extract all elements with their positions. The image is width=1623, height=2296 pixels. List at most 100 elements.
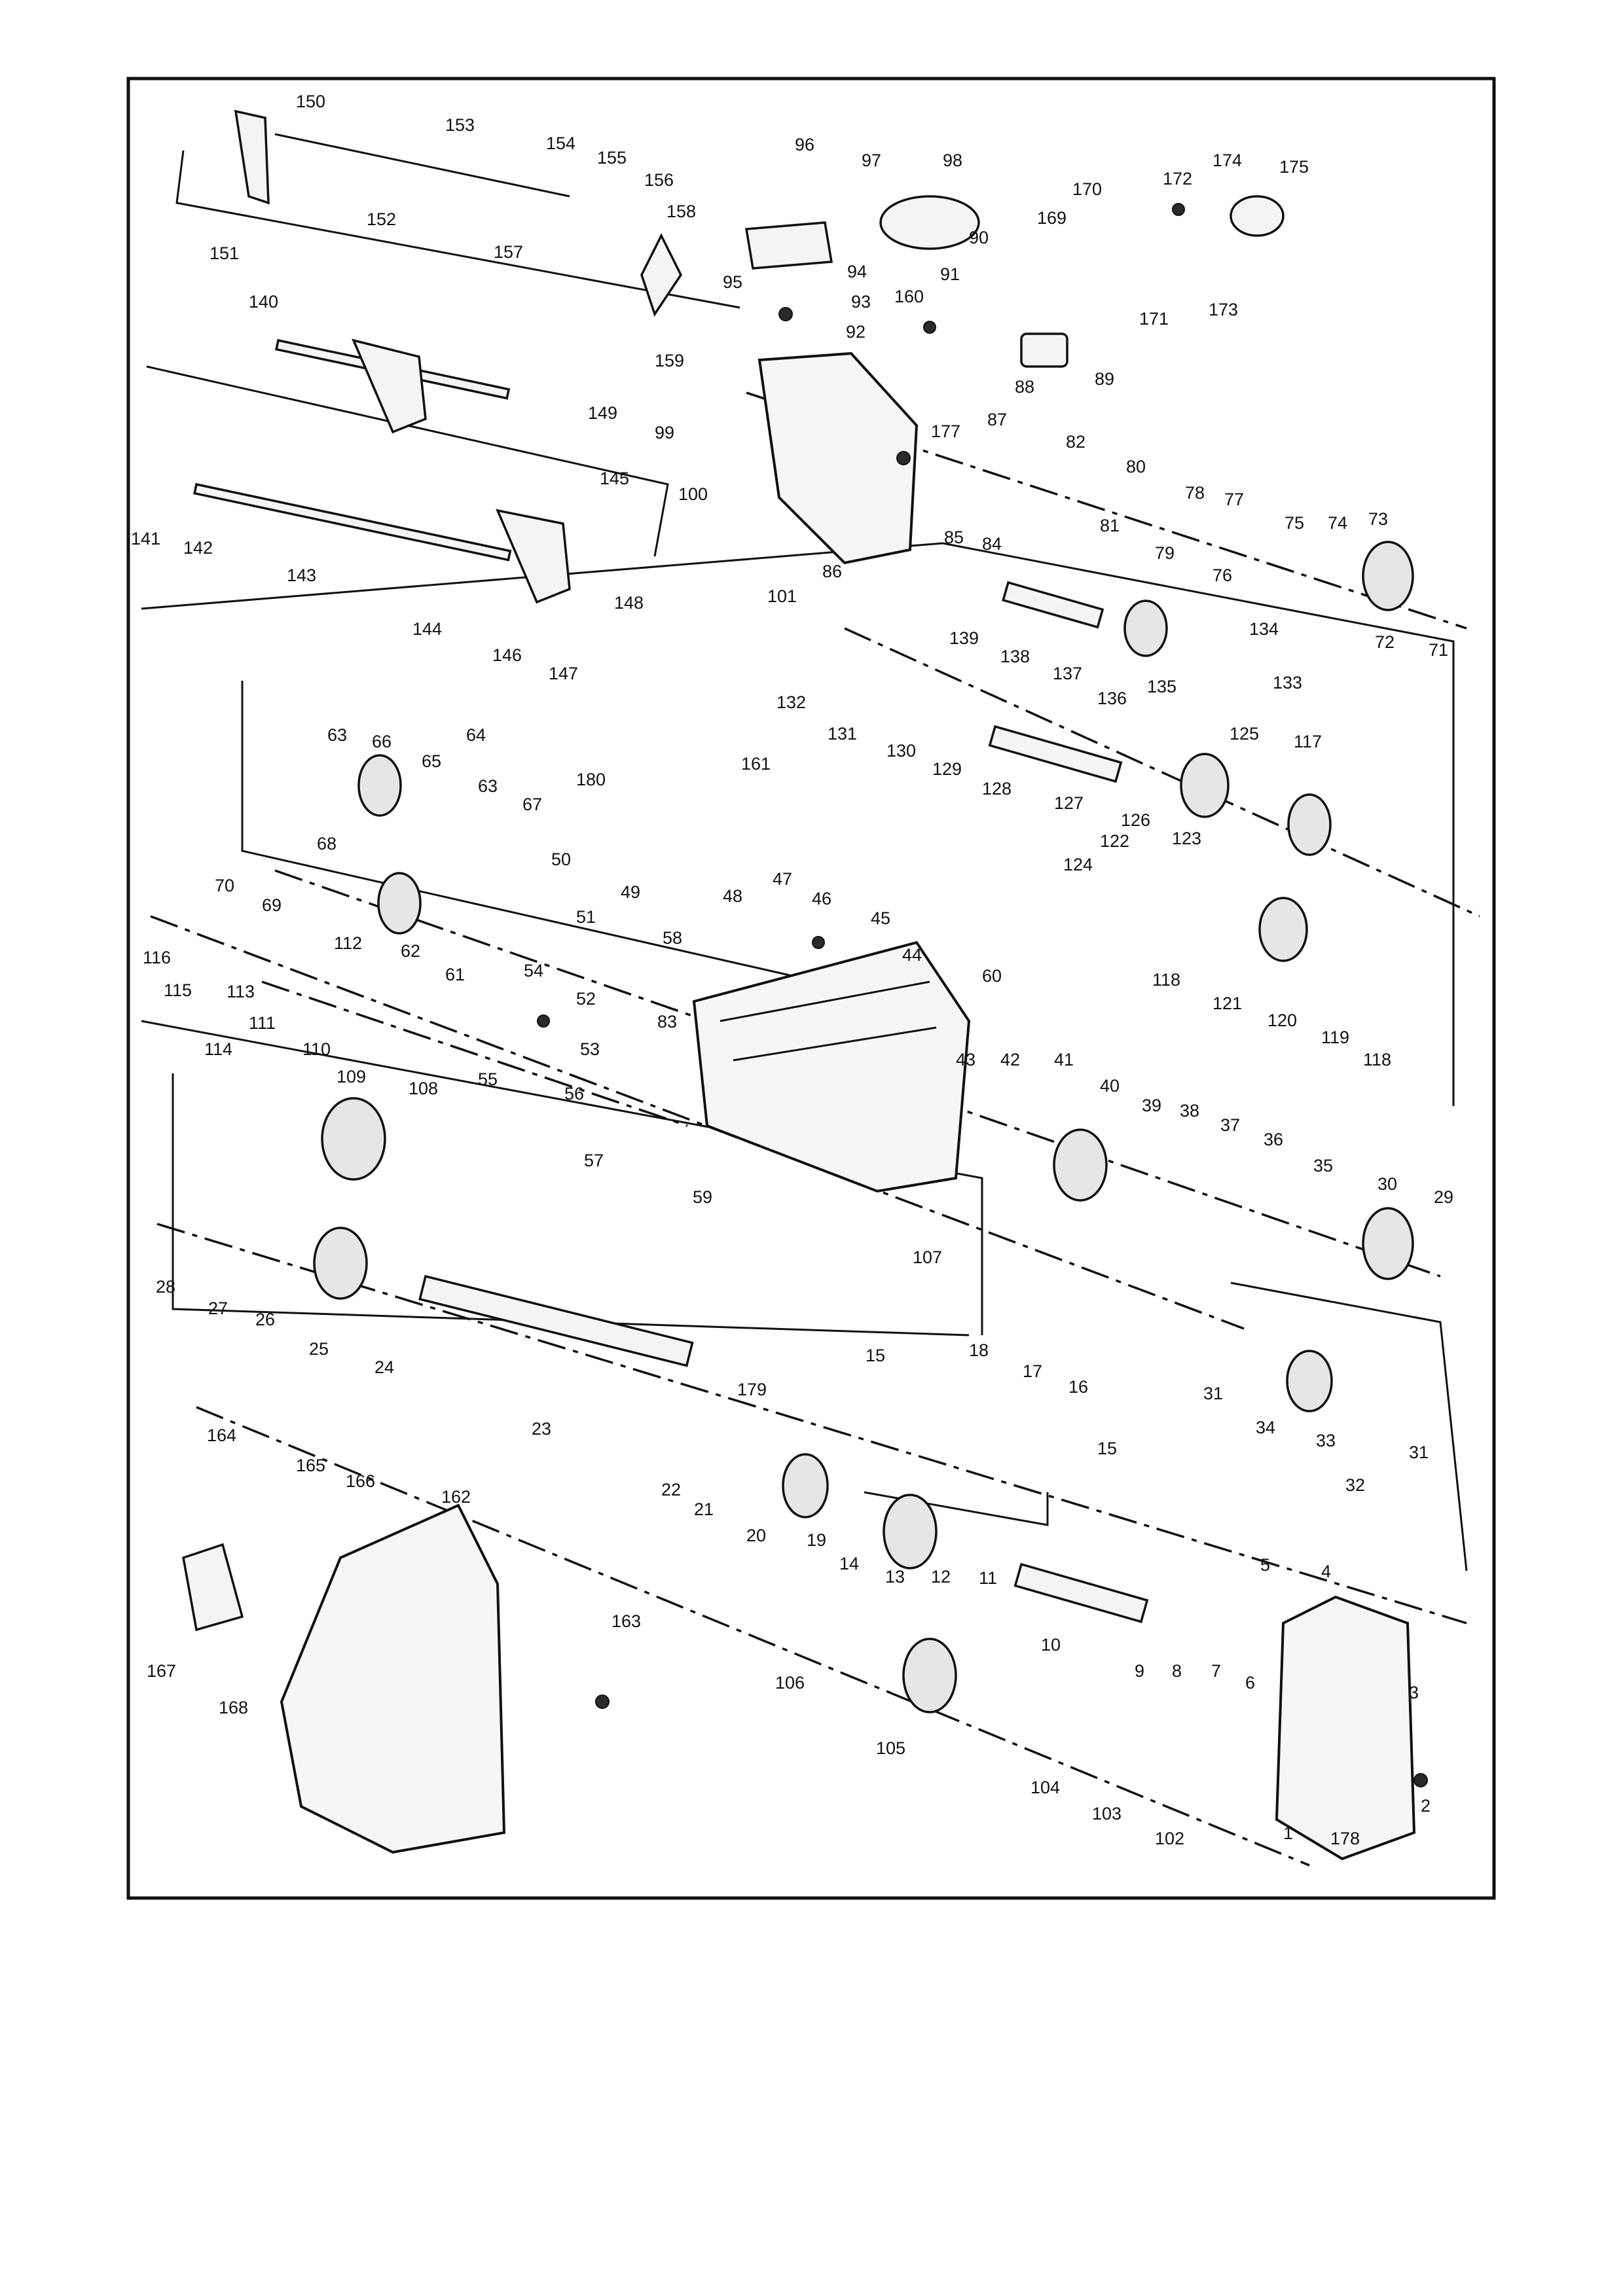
shift-fork-rails	[193, 109, 683, 604]
callout-109: 109	[337, 1067, 366, 1086]
callout-81: 81	[1100, 516, 1120, 535]
callout-83: 83	[657, 1012, 677, 1031]
callout-76: 76	[1213, 565, 1232, 585]
callout-173: 173	[1209, 300, 1238, 319]
callout-97: 97	[862, 151, 881, 170]
callout-127: 127	[1054, 793, 1084, 813]
diagram-frame	[126, 77, 1496, 1900]
callout-167: 167	[147, 1661, 176, 1681]
callout-66: 66	[372, 732, 392, 751]
callout-121: 121	[1213, 994, 1242, 1013]
callout-91: 91	[940, 264, 960, 284]
callout-155: 155	[597, 148, 627, 168]
callout-104: 104	[1030, 1778, 1060, 1797]
callout-82: 82	[1066, 432, 1085, 452]
callout-95: 95	[723, 272, 742, 292]
assembly-axes	[150, 391, 1480, 1867]
callout-163: 163	[611, 1611, 641, 1631]
callout-10: 10	[1041, 1635, 1061, 1655]
callout-172: 172	[1163, 169, 1192, 188]
callout-16: 16	[1068, 1377, 1088, 1397]
callout-42: 42	[1000, 1050, 1020, 1069]
callout-105: 105	[876, 1738, 905, 1758]
callout-130: 130	[886, 741, 916, 761]
callout-171: 171	[1139, 309, 1169, 329]
callout-103: 103	[1092, 1804, 1122, 1823]
callout-150: 150	[296, 92, 325, 111]
callout-27: 27	[208, 1299, 228, 1318]
callout-141: 141	[131, 529, 160, 548]
callout-19: 19	[807, 1530, 826, 1550]
callout-21: 21	[694, 1499, 714, 1519]
callout-168: 168	[219, 1698, 248, 1717]
callout-106: 106	[775, 1673, 805, 1693]
callout-118a: 118	[1152, 970, 1180, 990]
callout-101: 101	[767, 586, 797, 606]
callout-23: 23	[532, 1419, 551, 1439]
callout-126: 126	[1121, 810, 1150, 830]
callout-69: 69	[262, 895, 282, 915]
callout-53: 53	[580, 1039, 600, 1059]
callout-44: 44	[902, 945, 922, 965]
callout-86: 86	[822, 562, 842, 581]
callout-35: 35	[1313, 1156, 1333, 1175]
callout-60: 60	[982, 966, 1002, 986]
callout-111: 111	[249, 1013, 276, 1033]
callout-137: 137	[1053, 664, 1082, 683]
callout-labels: 1 2 3 4 5 6 7 8 9 10 11 12 13 14 15 15 1…	[131, 92, 1453, 1848]
callout-77: 77	[1224, 490, 1244, 509]
callout-15a: 15	[866, 1346, 885, 1365]
callout-50: 50	[551, 850, 571, 869]
callout-175: 175	[1279, 157, 1309, 177]
callout-177: 177	[931, 422, 960, 441]
callout-140: 140	[249, 292, 278, 312]
callout-74: 74	[1328, 513, 1347, 533]
callout-88: 88	[1015, 377, 1034, 397]
callout-24: 24	[374, 1357, 394, 1377]
callout-57: 57	[584, 1151, 604, 1170]
callout-153: 153	[445, 115, 475, 135]
shafts	[418, 581, 1149, 1623]
callout-87: 87	[987, 410, 1007, 429]
callout-159: 159	[655, 351, 684, 370]
callout-40: 40	[1100, 1076, 1120, 1096]
callout-72: 72	[1375, 632, 1395, 652]
callout-14: 14	[839, 1554, 859, 1573]
callout-135: 135	[1147, 677, 1176, 696]
callout-48: 48	[723, 886, 742, 906]
callout-151: 151	[210, 243, 239, 263]
callout-133: 133	[1273, 673, 1302, 692]
callout-96: 96	[795, 135, 814, 154]
callout-145: 145	[600, 469, 629, 488]
callout-93: 93	[851, 292, 871, 312]
callout-89: 89	[1095, 369, 1114, 389]
callout-6: 6	[1245, 1673, 1255, 1693]
callout-47: 47	[773, 869, 792, 889]
callout-170: 170	[1072, 179, 1102, 199]
callout-54: 54	[524, 961, 543, 980]
callout-65: 65	[422, 751, 441, 771]
callout-9: 9	[1135, 1661, 1144, 1681]
bracket-lines	[141, 150, 1468, 1571]
callout-3: 3	[1409, 1683, 1419, 1702]
callout-79: 79	[1155, 543, 1175, 563]
callout-113: 113	[227, 982, 255, 1001]
callout-52: 52	[576, 989, 596, 1009]
callout-134: 134	[1249, 619, 1279, 639]
main-case	[692, 941, 971, 1193]
callout-139: 139	[949, 628, 979, 648]
callout-30: 30	[1377, 1174, 1397, 1194]
callout-122: 122	[1100, 831, 1129, 851]
callout-55: 55	[478, 1069, 498, 1089]
callout-7: 7	[1211, 1661, 1221, 1681]
callout-1: 1	[1283, 1823, 1293, 1843]
callout-117: 117	[1294, 732, 1322, 751]
callout-33: 33	[1316, 1431, 1336, 1450]
callout-5: 5	[1260, 1555, 1270, 1575]
callout-128: 128	[982, 779, 1012, 798]
gears	[313, 541, 1414, 1713]
callout-38: 38	[1180, 1101, 1199, 1121]
callout-102: 102	[1155, 1829, 1184, 1848]
callout-18: 18	[969, 1340, 989, 1360]
